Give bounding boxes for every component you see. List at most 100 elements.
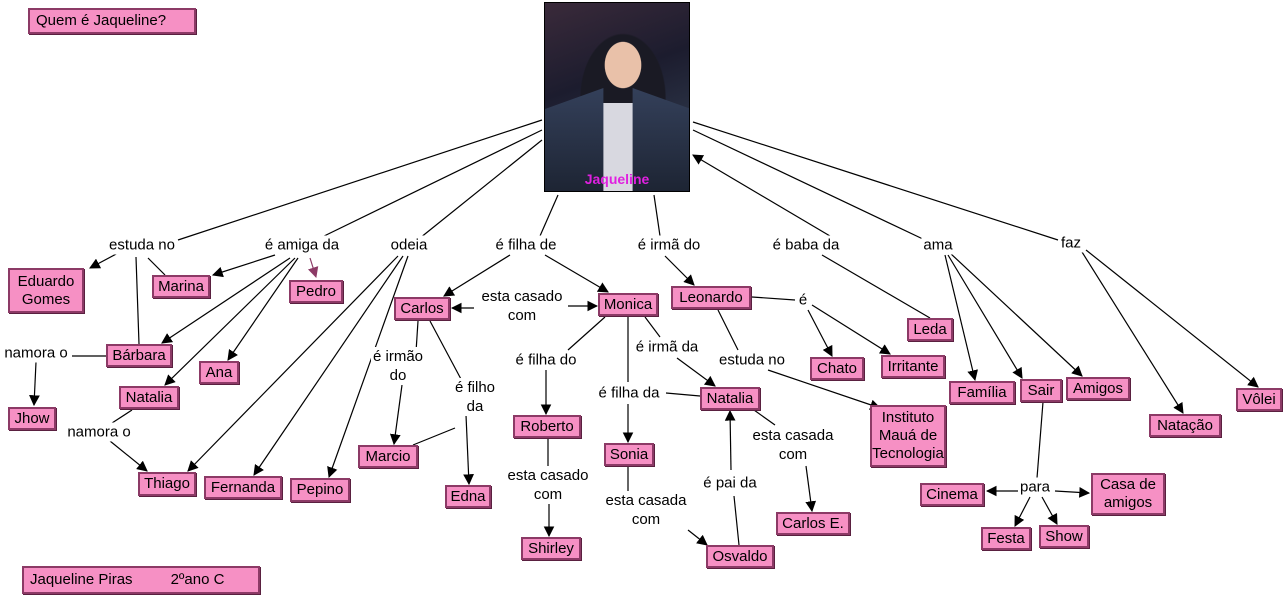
line-connector	[644, 316, 661, 338]
arrow-connector	[1081, 251, 1184, 414]
link-label-casada2: esta casada com	[603, 491, 689, 529]
link-label-estuda-no: estuda no	[107, 235, 177, 255]
arrow-connector	[443, 254, 511, 297]
arrow-connector	[807, 309, 833, 357]
line-connector	[821, 254, 931, 319]
arrow-connector	[664, 255, 695, 286]
arrow-connector	[187, 255, 399, 472]
node-show: Show	[1039, 525, 1089, 548]
arrow-connector	[767, 369, 882, 410]
node-irritante: Irritante	[881, 355, 945, 378]
link-label-filho-da: é filho da	[452, 378, 498, 416]
jaqueline-photo: Jaqueline	[544, 2, 690, 192]
link-label-faz: faz	[1058, 233, 1084, 253]
node-cinema: Cinema	[920, 483, 984, 506]
link-label-filha-do: é filha do	[513, 350, 579, 370]
arrow-connector	[1014, 496, 1031, 527]
link-label-casado2: esta casado com	[505, 466, 591, 504]
node-carlos: Carlos	[394, 297, 450, 320]
link-label-filha-da: é filha da	[596, 383, 662, 403]
arrow-connector	[211, 254, 276, 278]
arrow-connector	[1041, 496, 1058, 525]
line-connector	[753, 409, 776, 426]
arrow-connector	[692, 154, 831, 237]
line-connector	[412, 427, 456, 446]
node-marina: Marina	[152, 275, 210, 298]
link-label-irma-da: é irmã da	[633, 337, 701, 357]
line-connector	[692, 121, 1059, 241]
arrow-connector	[109, 440, 148, 472]
arrow-connector	[389, 384, 403, 446]
arrow-connector	[687, 529, 708, 546]
node-monica: Monica	[598, 293, 658, 316]
map-title: Quem é Jaqueline?	[28, 8, 196, 34]
node-pepino: Pepino	[290, 478, 350, 502]
line-connector	[135, 256, 140, 345]
line-connector	[751, 296, 796, 301]
node-jhow: Jhow	[8, 407, 56, 430]
arrow-connector	[327, 255, 409, 479]
center-name: Jaqueline	[584, 171, 650, 187]
node-thiago: Thiago	[138, 472, 196, 496]
line-connector	[319, 129, 543, 239]
link-label-namora2: namora o	[65, 422, 133, 442]
arrow-connector	[29, 361, 40, 407]
link-label-ama: ama	[921, 235, 955, 255]
arrow-connector	[253, 255, 404, 476]
link-label-para: para	[1017, 477, 1053, 497]
link-label-namora1: namora o	[2, 343, 70, 363]
arrow-connector	[947, 254, 1023, 379]
node-eduardo: Eduardo Gomes	[8, 268, 84, 313]
line-connector	[415, 320, 419, 353]
line-connector	[665, 392, 701, 397]
node-familia: Família	[949, 381, 1015, 404]
arrow-connector	[724, 409, 736, 471]
node-leda: Leda	[907, 318, 953, 341]
line-connector	[733, 495, 740, 546]
line-connector	[717, 309, 739, 351]
arrow-connector	[1085, 249, 1259, 388]
arrow-connector	[463, 414, 474, 486]
link-label-pai-da: é pai da	[701, 473, 759, 493]
arrow-connector	[1054, 487, 1091, 498]
node-chato: Chato	[810, 357, 864, 380]
link-label-baba: é baba da	[770, 235, 842, 255]
author-class: 2ºano C	[170, 571, 225, 588]
link-label-irmao-do: é irmão do	[370, 347, 426, 385]
arrow-connector	[307, 257, 319, 279]
node-volei: Vôlei	[1236, 388, 1282, 411]
link-label-amiga: é amiga da	[262, 235, 342, 255]
node-festa: Festa	[981, 527, 1031, 550]
arrow-connector	[544, 254, 609, 293]
arrow-connector	[164, 257, 296, 386]
line-connector	[111, 409, 133, 424]
node-carlose: Carlos E.	[776, 512, 850, 535]
node-instituto: Instituto Mauá de Tecnologia	[870, 405, 946, 467]
link-label-estuda-no2: estuda no	[717, 350, 787, 370]
node-shirley: Shirley	[521, 537, 581, 560]
node-sonia: Sonia	[604, 443, 654, 466]
node-ana: Ana	[199, 361, 239, 384]
line-connector	[1036, 401, 1044, 479]
arrow-connector	[949, 252, 1083, 377]
line-connector	[567, 316, 606, 351]
line-connector	[419, 139, 543, 239]
node-natacao: Natação	[1149, 414, 1221, 437]
arrow-connector	[161, 257, 291, 344]
line-connector	[692, 129, 926, 241]
arrow-connector	[89, 251, 121, 269]
line-connector	[177, 119, 543, 241]
node-roberto: Roberto	[513, 415, 581, 438]
node-sair: Sair	[1020, 379, 1062, 402]
node-leonardo: Leonardo	[671, 286, 751, 309]
link-label-e: é	[796, 290, 810, 310]
node-marcio: Marcio	[358, 445, 418, 468]
node-barbara: Bárbara	[106, 344, 172, 367]
footer-author: Jaqueline Piras 2ºano C	[22, 566, 260, 594]
arrow-connector	[227, 257, 299, 361]
link-label-casado1: esta casado com	[479, 287, 565, 325]
arrow-connector	[805, 465, 817, 513]
node-natalia1: Natalia	[119, 386, 179, 409]
node-casa: Casa de amigos	[1091, 473, 1165, 515]
